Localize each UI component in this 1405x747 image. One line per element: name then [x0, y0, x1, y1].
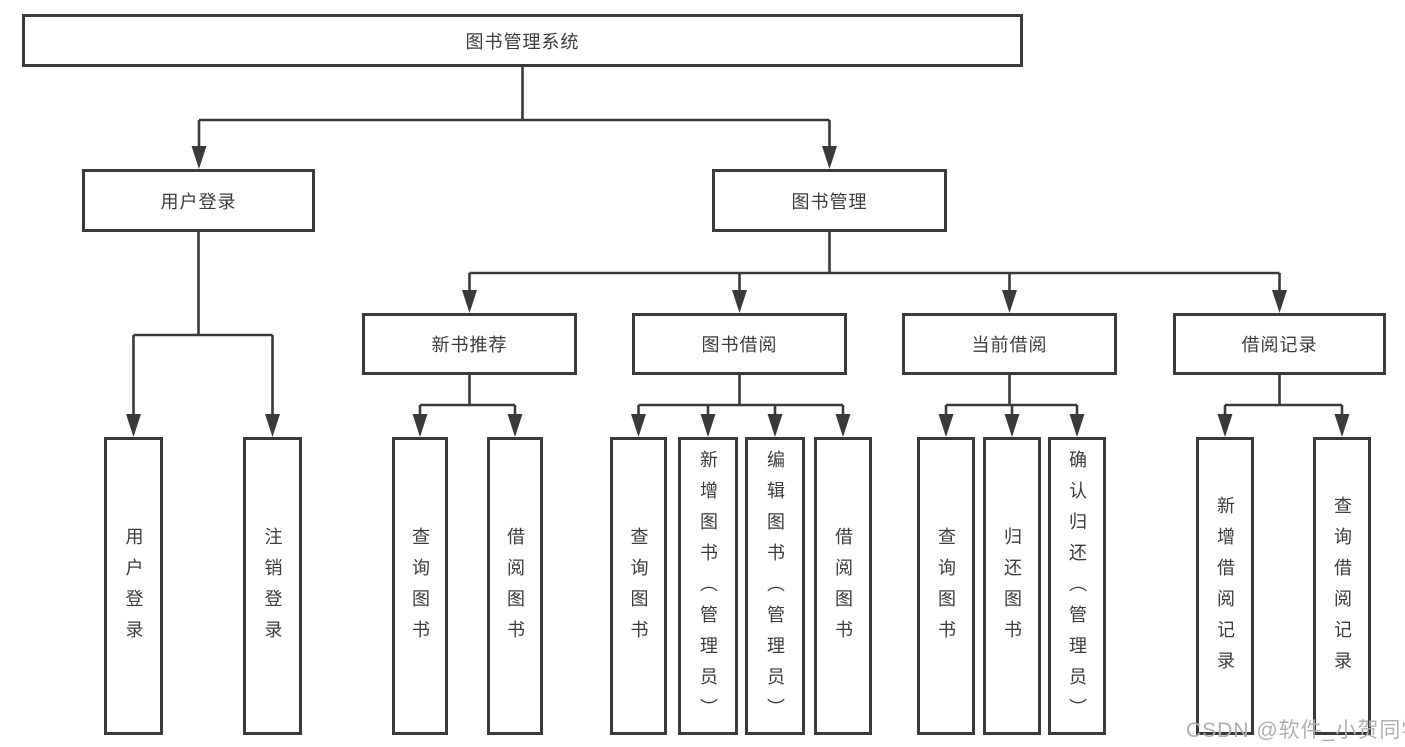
node-borrowing-records: 借阅记录 [1173, 313, 1386, 375]
node-leaf-borrow-book: 借阅图书 [814, 437, 872, 735]
csdn-watermark: CSDN @软件_小贺同学 [1186, 719, 1405, 742]
node-leaf-borrow-book: 借阅图书 [487, 437, 543, 735]
node-book-borrowing: 图书借阅 [632, 313, 847, 375]
node-user-login-branch: 用户登录 [82, 169, 315, 232]
node-leaf-add-book-admin: 新增图书（管理员） [678, 437, 738, 735]
node-leaf-logout: 注销登录 [243, 437, 302, 735]
node-leaf-query-book: 查询图书 [610, 437, 667, 735]
node-leaf-add-borrow-record: 新增借阅记录 [1196, 437, 1254, 735]
node-current-borrowing: 当前借阅 [902, 313, 1117, 375]
node-leaf-edit-book-admin: 编辑图书（管理员） [745, 437, 805, 735]
node-library-system: 图书管理系统 [22, 14, 1023, 67]
node-leaf-query-book: 查询图书 [917, 437, 975, 735]
node-new-book-recommend: 新书推荐 [362, 313, 577, 375]
node-leaf-query-borrow-record: 查询借阅记录 [1313, 437, 1371, 735]
node-leaf-query-book: 查询图书 [392, 437, 448, 735]
node-leaf-user-login: 用户登录 [104, 437, 163, 735]
node-book-management-branch: 图书管理 [712, 169, 947, 232]
node-leaf-confirm-return-admin: 确认归还（管理员） [1048, 437, 1106, 735]
node-leaf-return-book: 归还图书 [983, 437, 1041, 735]
